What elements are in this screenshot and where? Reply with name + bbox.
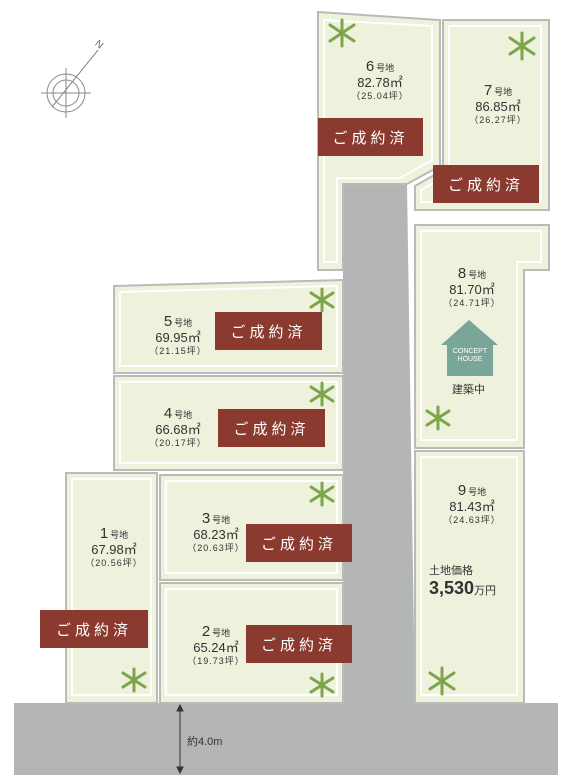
front-road	[14, 703, 558, 775]
lot-6-go: 号地	[376, 63, 395, 73]
lot-9-price-unit: 万円	[474, 585, 497, 597]
lot-9-price-label: 土地価格	[429, 565, 473, 577]
lot-1-area: 67.98㎡	[91, 542, 137, 558]
lot-7-number: 7	[483, 82, 493, 99]
lot-8-status: 建築中	[452, 384, 485, 396]
lot-2-sold-badge: ご成約済	[246, 625, 352, 663]
lot-4-area: 66.68㎡	[155, 422, 201, 438]
lot-8-area: 81.70㎡	[449, 282, 495, 298]
palm-tree-icon	[121, 18, 536, 698]
lot-5-go: 号地	[174, 318, 193, 328]
concept-house-line2: HOUSE	[457, 356, 483, 364]
lot-9-number: 9	[457, 482, 467, 499]
concept-house-line1: CONCEPT	[452, 348, 488, 355]
road-width-arrow	[176, 703, 184, 775]
lot-2-go: 号地	[212, 628, 231, 638]
lot-4-number: 4	[163, 405, 173, 422]
lot-7-go: 号地	[494, 87, 513, 97]
lot-3-number: 3	[201, 510, 211, 527]
lot-5-area: 69.95㎡	[155, 330, 201, 346]
lot-2-tsubo: （19.73坪）	[187, 656, 245, 667]
lot-9-tsubo: （24.63坪）	[443, 515, 501, 526]
road-width-label: 約4.0m	[187, 736, 223, 748]
lot-7-sold-badge: ご成約済	[433, 165, 539, 203]
access-road	[343, 185, 415, 703]
lot-4-go: 号地	[174, 410, 193, 420]
compass-icon	[41, 49, 99, 118]
lot-9-go: 号地	[468, 487, 487, 497]
lot-6-sold-badge: ご成約済	[318, 118, 423, 156]
lot-8-tsubo: （24.71坪）	[443, 298, 501, 309]
lot-3-area: 68.23㎡	[193, 527, 239, 543]
lot-4-sold-badge: ご成約済	[218, 409, 325, 447]
lot-5-tsubo: （21.15坪）	[149, 346, 207, 357]
lot-3-go: 号地	[212, 515, 231, 525]
lot-6-number: 6	[365, 58, 375, 75]
lot-3-tsubo: （20.63坪）	[187, 543, 245, 554]
lot-2-number: 2	[201, 623, 211, 640]
concept-house-label: CONCEPT HOUSE	[447, 348, 493, 365]
lot-9-plot	[414, 450, 525, 704]
lot-5-sold-badge: ご成約済	[215, 312, 322, 350]
lot-7-area: 86.85㎡	[475, 99, 521, 115]
lot-8-go: 号地	[468, 270, 487, 280]
compass-north: N	[92, 38, 105, 51]
house-icon	[441, 320, 498, 376]
lot-1-tsubo: （20.56坪）	[85, 558, 143, 569]
lot-3-sold-badge: ご成約済	[246, 524, 352, 562]
lot-9-price-number: 3,530	[429, 578, 475, 598]
lot-1-go: 号地	[110, 530, 129, 540]
lot-7-tsubo: （26.27坪）	[469, 115, 527, 126]
lot-1-sold-badge: ご成約済	[40, 610, 148, 648]
lot-1-plot	[65, 472, 158, 704]
lot-1-number: 1	[99, 525, 109, 542]
lot-5-number: 5	[163, 313, 173, 330]
lot-9-price: 3,530万円	[429, 578, 496, 599]
lot-6-area: 82.78㎡	[357, 75, 403, 91]
lot-4-tsubo: （20.17坪）	[149, 438, 207, 449]
lot-2-area: 65.24㎡	[193, 640, 239, 656]
lot-9-area: 81.43㎡	[449, 499, 495, 515]
lot-8-number: 8	[457, 265, 467, 282]
lot-6-tsubo: （25.04坪）	[351, 91, 409, 102]
